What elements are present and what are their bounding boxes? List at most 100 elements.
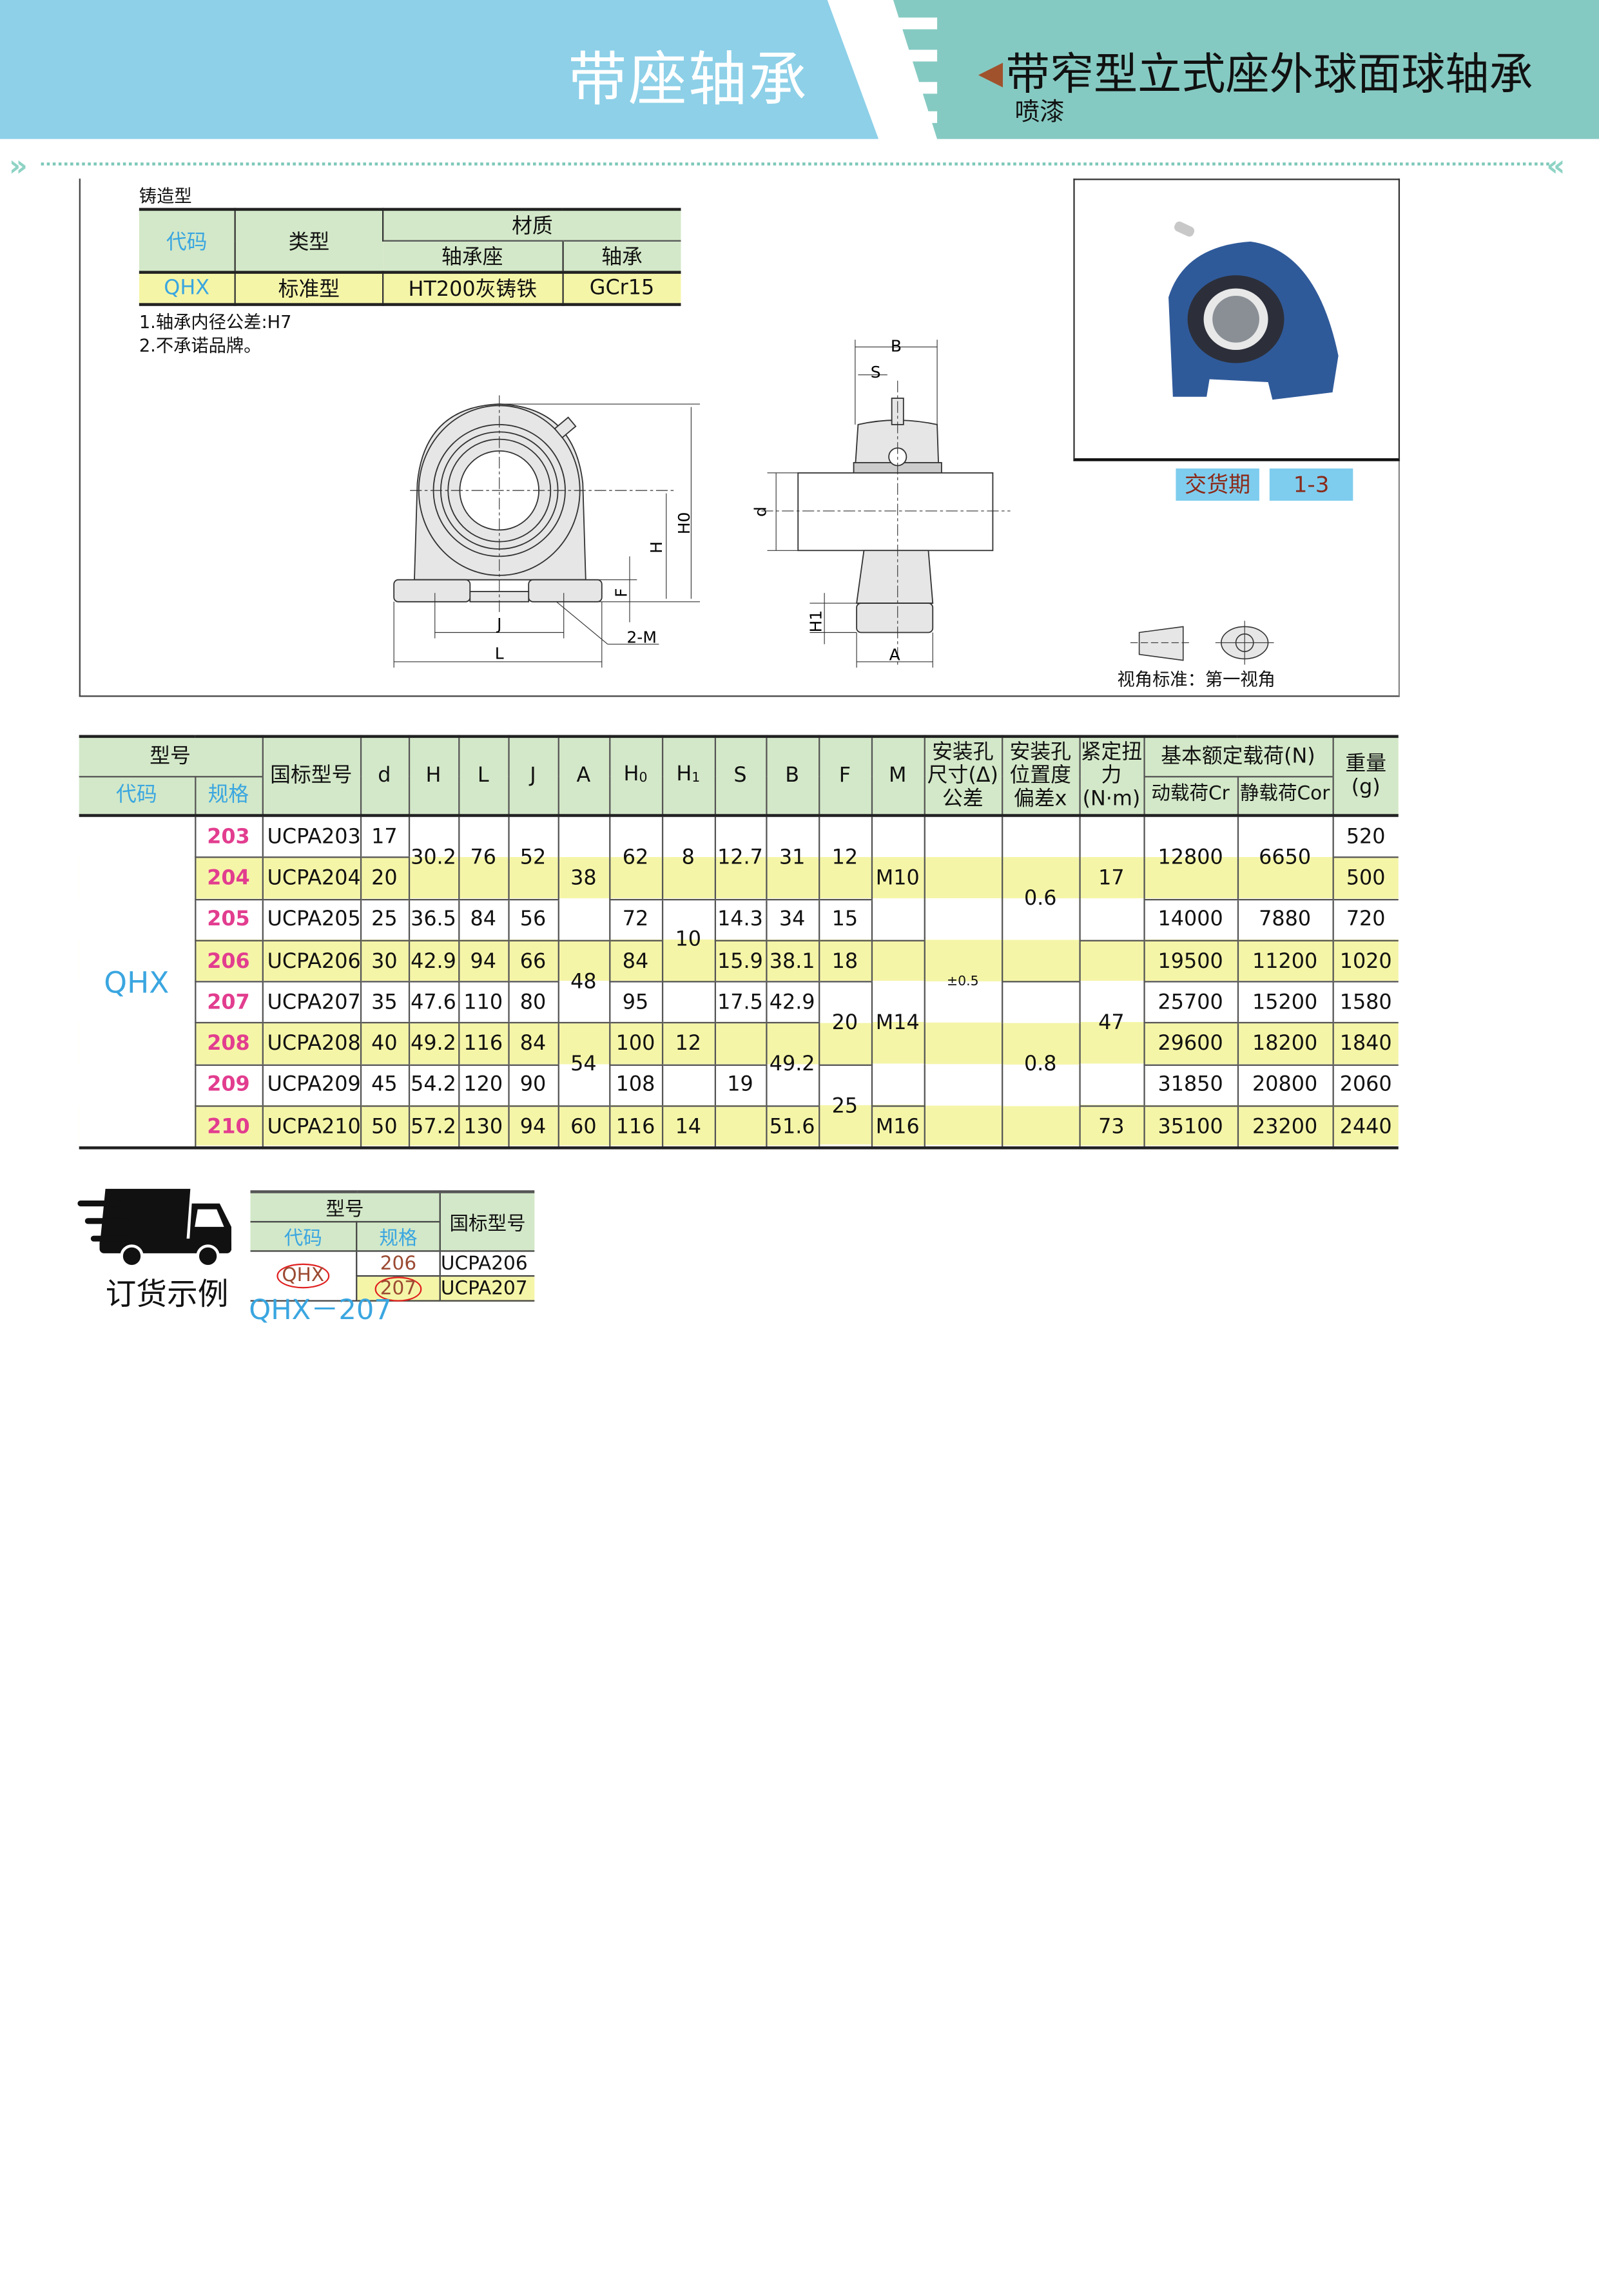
gb-cell: UCPA203 [261,815,361,859]
L-cell: 120 [458,1065,509,1107]
label-H0: H0 [675,512,693,535]
B-cell: 38.1 [765,940,819,983]
spec-cell: 204 [194,857,262,900]
S-cell: 14.3 [713,899,766,941]
gb-cell: UCPA210 [261,1106,361,1150]
A-cell: 38 [557,815,610,941]
H0-cell: 108 [608,1065,662,1107]
gb-cell: UCPA207 [261,981,361,1025]
gb-cell: UCPA206 [261,940,361,983]
product-photo [1073,178,1400,461]
S-cell: 12.7 [713,815,766,900]
d-cell: 40 [359,1023,409,1066]
spec-cell: 210 [194,1106,262,1150]
S-cell [713,1023,766,1066]
model-header: 型号 [79,736,262,777]
H1-cell: 14 [661,1106,715,1150]
A-cell: 54 [557,1023,610,1107]
A-cell: 60 [557,1106,610,1150]
label-d: d [751,506,770,517]
bearing-header: 轴承 [561,240,681,273]
position-cell: 0.6 [1000,815,1080,983]
H0-cell: 84 [608,940,662,983]
triangle-marker-icon: ◀ [978,55,1003,93]
cr-cell: 35100 [1143,1106,1237,1150]
weight-header: 重量(g) [1332,736,1399,816]
H0-cell: 100 [608,1023,662,1066]
H0-sub: 0 [639,771,648,786]
housing-material: HT200灰铸铁 [382,272,563,305]
cr-cell: 31850 [1143,1065,1237,1107]
d-cell: 50 [359,1106,409,1150]
J-cell: 66 [507,940,558,983]
H1-cell [661,981,715,1025]
cor-cell: 20800 [1236,1065,1333,1107]
H0-cell: 72 [608,899,662,941]
L-cell: 94 [458,940,509,983]
B-cell: 34 [765,899,819,941]
delivery-value: 1-3 [1269,468,1353,501]
order-model-header: 型号 [250,1191,440,1223]
product-title-text: 带窄型立式座外球面球轴承 [1005,50,1533,101]
H1-main: H [676,762,692,786]
B-cell: 51.6 [765,1106,819,1150]
cor-cell: 7880 [1236,899,1333,941]
H-cell: 49.2 [407,1023,459,1066]
order-code-value: QHX [276,1263,331,1289]
position-header: 安装孔位置度偏差x [1000,736,1080,816]
cor-cell: 15200 [1236,981,1333,1025]
spec-cell: 207 [194,981,262,1025]
S-cell: 19 [713,1065,766,1107]
weight-cell: 500 [1332,857,1399,900]
weight-cell: 1580 [1332,981,1399,1025]
header-stripe [891,111,938,123]
H1-cell: 10 [661,899,715,983]
cr-cell: 25700 [1143,981,1237,1025]
cr-cell: 12800 [1143,815,1237,900]
J-cell: 52 [507,815,558,900]
material-code: QHX [164,276,210,300]
H1-cell: 12 [661,1023,715,1066]
weight-cell: 720 [1332,899,1399,941]
gb-cell: UCPA208 [261,1023,361,1066]
load-header: 基本额定载荷(N) [1143,736,1333,777]
d-header: d [359,736,409,816]
M-cell: M16 [870,1106,924,1150]
H-header: H [407,736,459,816]
order-spec-header: 规格 [356,1221,440,1251]
divider [41,162,1549,166]
cr-cell: 29600 [1143,1023,1237,1066]
chevron-left-icon: « [1546,148,1565,183]
B-header: B [765,736,819,816]
code-header: 代码 [116,784,157,807]
code-cell: QHX [79,815,195,1149]
spec-cell: 203 [194,815,262,859]
order-gb-header: 国标型号 [439,1191,535,1251]
L-cell: 84 [458,899,509,941]
order-spec-2: 207 [356,1276,440,1302]
d-cell: 17 [359,815,409,859]
F-cell: 18 [817,940,871,983]
d-cell: 30 [359,940,409,983]
cor-cell: 23200 [1236,1106,1333,1150]
code-header: 代码 [166,230,208,255]
truck-icon [77,1188,231,1268]
J-header: J [507,736,558,816]
B-cell: 49.2 [765,1023,819,1107]
header-band-right [893,0,1599,139]
spec-header: 规格 [194,776,262,816]
first-angle-projection-icon [1130,621,1274,665]
S-cell: 17.5 [713,981,766,1025]
F-cell: 25 [817,1065,871,1150]
label-2M: 2-M [626,628,656,646]
weight-cell: 1020 [1332,940,1399,983]
foot-left [393,579,471,603]
H-cell: 57.2 [407,1106,459,1150]
weight-cell: 520 [1332,815,1399,859]
cor-cell: 11200 [1236,940,1333,983]
